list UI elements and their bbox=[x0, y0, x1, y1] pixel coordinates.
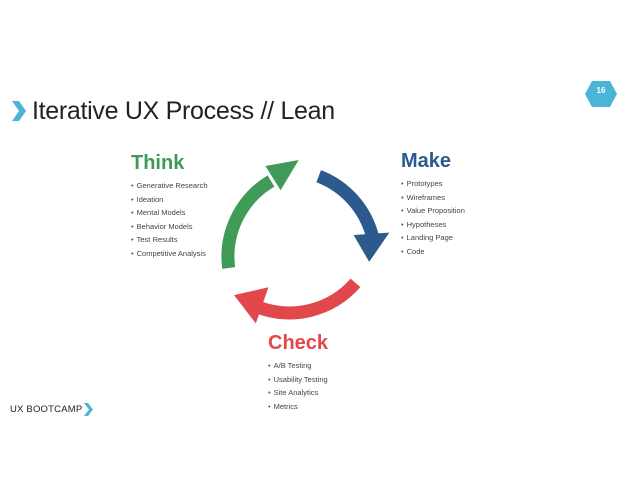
list-item: Prototypes bbox=[401, 177, 465, 191]
list-item: Landing Page bbox=[401, 231, 465, 245]
think-group: Think Generative Research Ideation Menta… bbox=[131, 152, 208, 261]
check-list: A/B Testing Usability Testing Site Analy… bbox=[268, 359, 328, 413]
check-arrow bbox=[256, 278, 361, 320]
check-arrowhead bbox=[234, 287, 269, 324]
check-group: Check A/B Testing Usability Testing Site… bbox=[268, 332, 328, 413]
think-list: Generative Research Ideation Mental Mode… bbox=[131, 179, 208, 261]
chevron-right-icon bbox=[84, 403, 94, 416]
make-arrowhead bbox=[353, 232, 390, 262]
page-number: 16 bbox=[596, 86, 606, 95]
list-item: Hypotheses bbox=[401, 218, 465, 232]
think-arrow bbox=[221, 175, 275, 269]
make-heading: Make bbox=[401, 150, 452, 172]
list-item: Code bbox=[401, 245, 465, 259]
list-item: Value Proposition bbox=[401, 204, 465, 218]
list-item: Generative Research bbox=[131, 179, 208, 193]
check-heading: Check bbox=[268, 332, 329, 354]
list-item: Site Analytics bbox=[268, 386, 328, 400]
think-heading: Think bbox=[131, 152, 185, 174]
list-item: Behavior Models bbox=[131, 220, 208, 234]
chevron-right-icon bbox=[12, 101, 26, 121]
think-arrowhead bbox=[265, 160, 299, 191]
list-item: Test Results bbox=[131, 233, 208, 247]
list-item: Usability Testing bbox=[268, 373, 328, 387]
make-arrow bbox=[316, 170, 379, 239]
list-item: Mental Models bbox=[131, 206, 208, 220]
list-item: Metrics bbox=[268, 400, 328, 414]
list-item: A/B Testing bbox=[268, 359, 328, 373]
make-list: Prototypes Wireframes Value Proposition … bbox=[401, 177, 465, 259]
slide-title-row: Iterative UX Process // Lean bbox=[10, 96, 335, 126]
hexagon-icon bbox=[585, 81, 617, 107]
list-item: Wireframes bbox=[401, 191, 465, 205]
footer: UX BOOTCAMP bbox=[10, 403, 94, 416]
footer-brand: UX BOOTCAMP bbox=[10, 404, 83, 415]
list-item: Ideation bbox=[131, 193, 208, 207]
list-item: Competitive Analysis bbox=[131, 247, 208, 261]
make-group: Make Prototypes Wireframes Value Proposi… bbox=[401, 150, 465, 259]
page-title: Iterative UX Process // Lean bbox=[32, 96, 335, 125]
